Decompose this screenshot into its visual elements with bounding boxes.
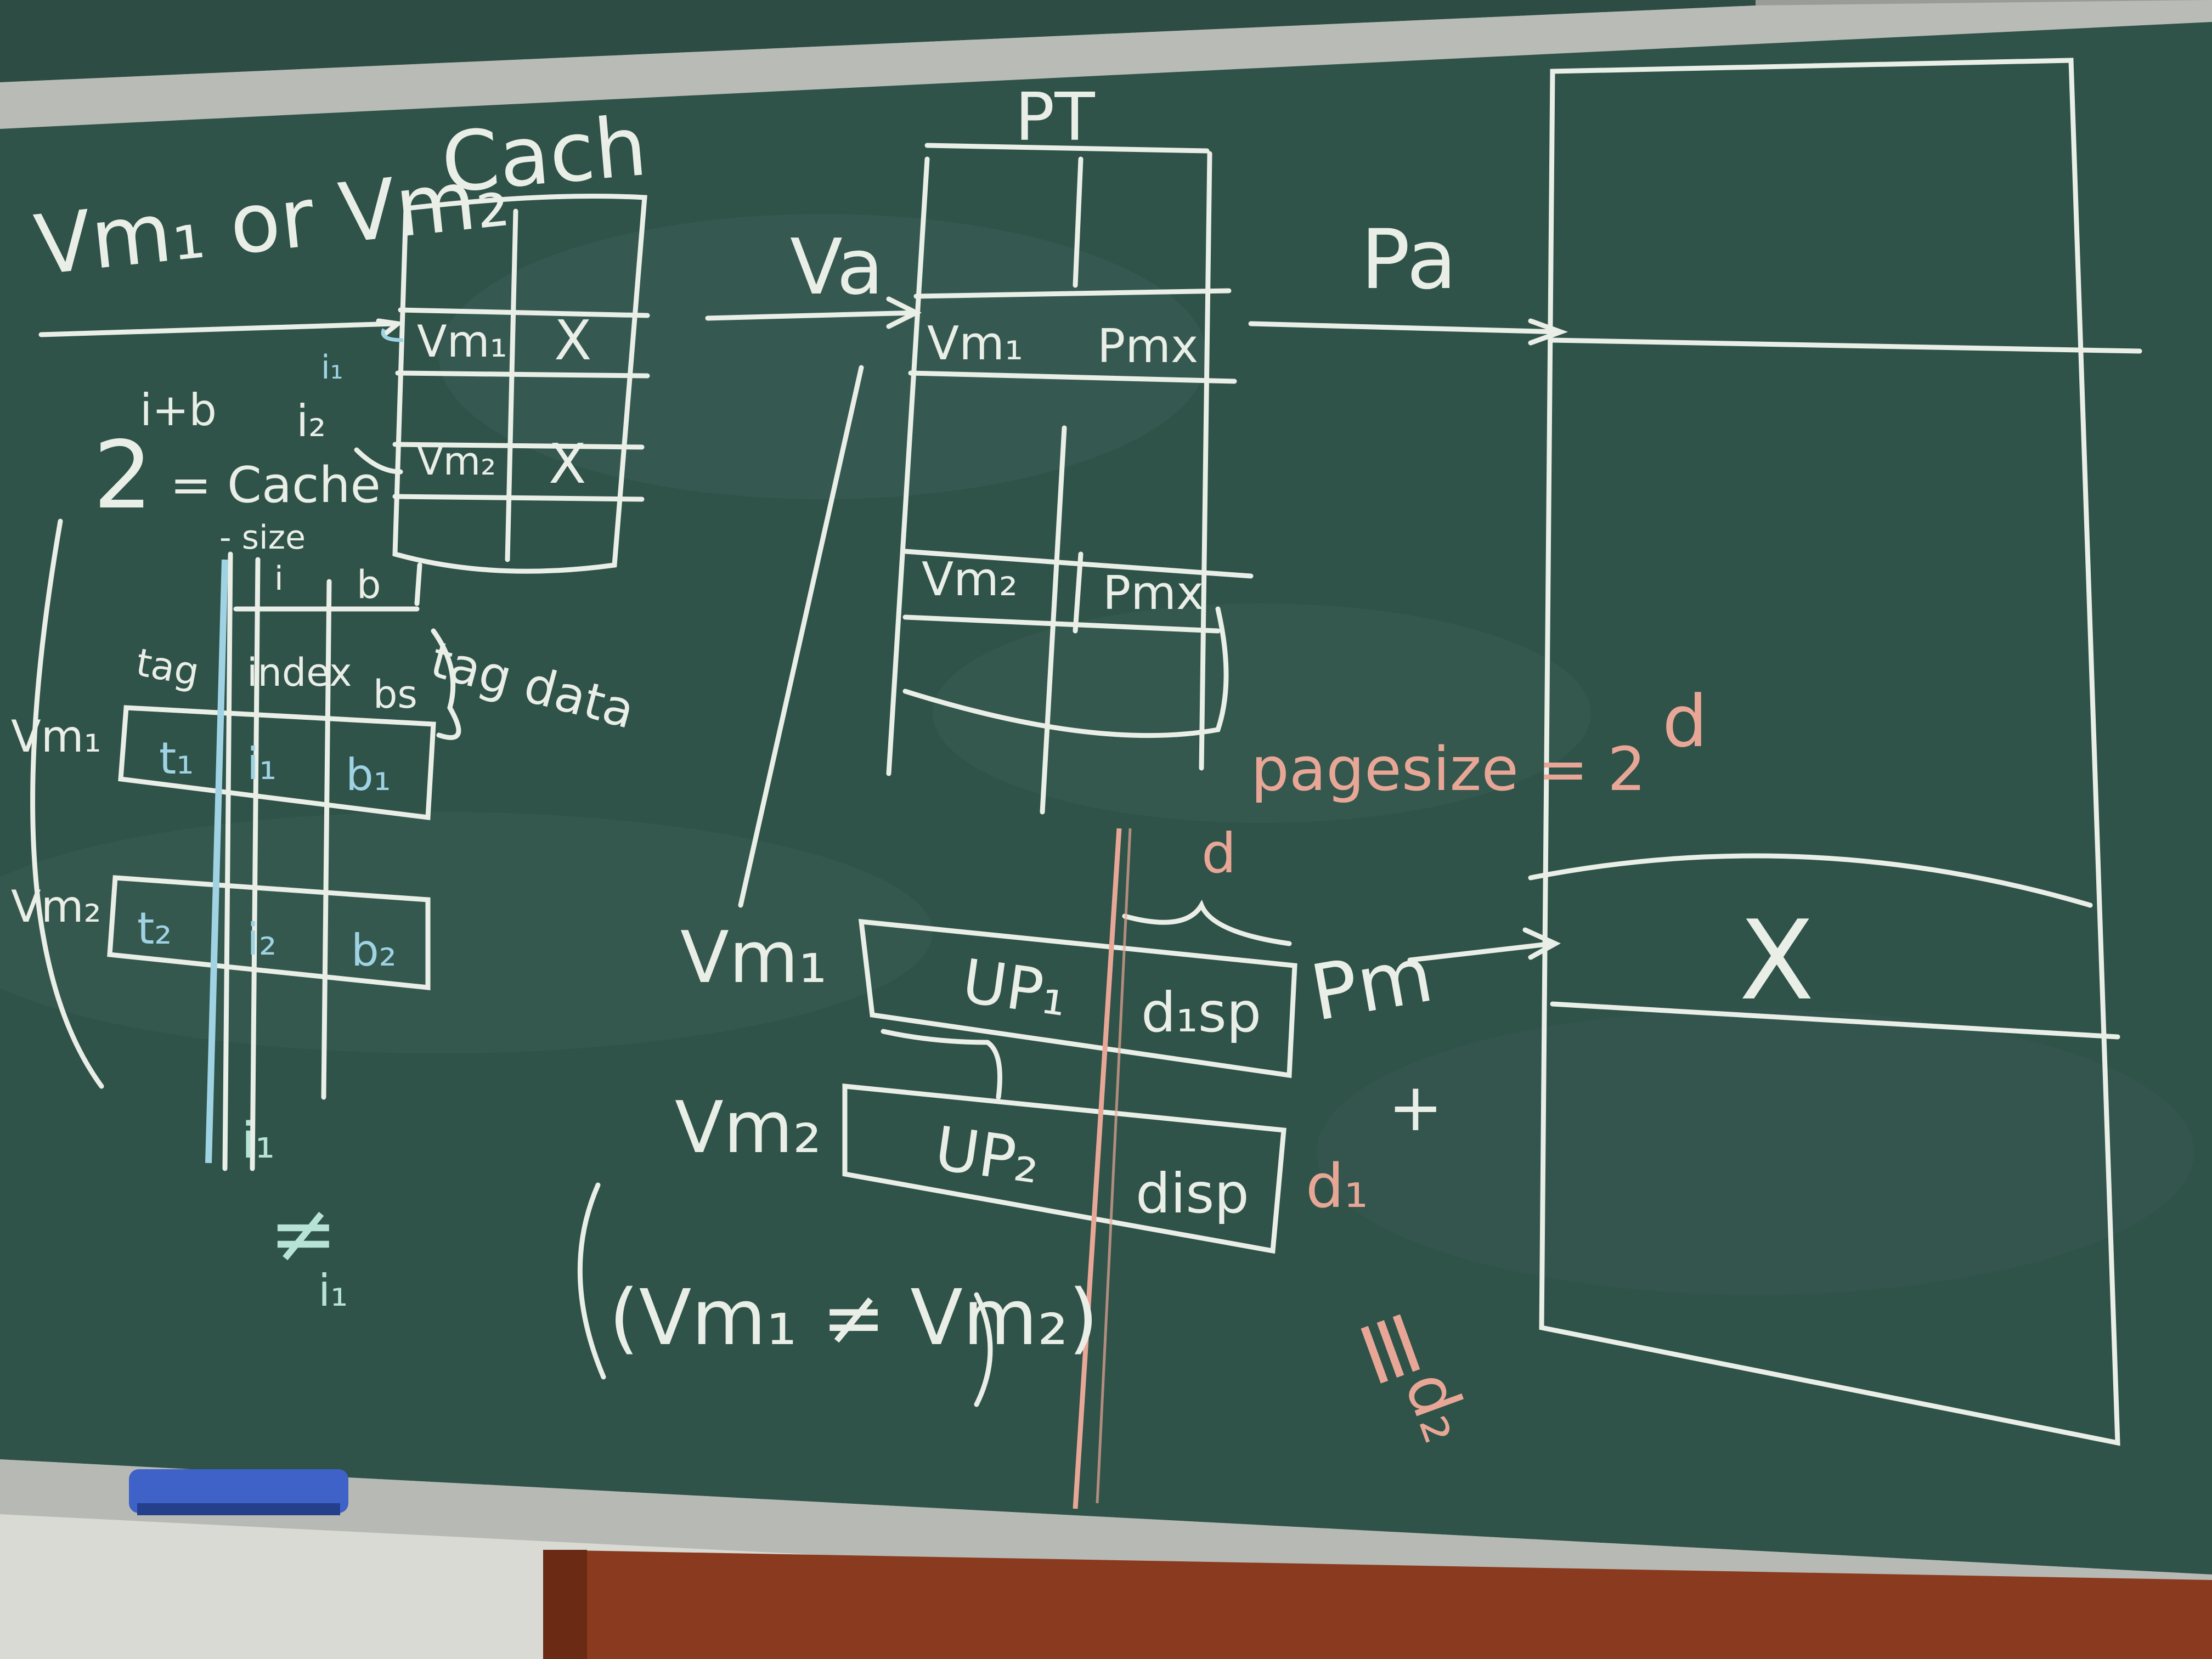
mem-plus: + bbox=[1388, 1070, 1443, 1146]
cache-b2: b₂ bbox=[351, 925, 397, 976]
pt-r1-right: Pmx bbox=[1097, 319, 1198, 374]
board-frame-top bbox=[0, 0, 2212, 129]
cache-row1-x: X bbox=[554, 308, 592, 373]
cache-neq: ≠ bbox=[269, 1186, 338, 1282]
addr-vm1: Vm₁ bbox=[680, 916, 827, 999]
cache-c2: i₂ bbox=[247, 914, 276, 965]
cache-i2: i₂ bbox=[296, 396, 326, 447]
mem-pm: Pm bbox=[1305, 930, 1440, 1039]
pt-r2-left: Vm₂ bbox=[922, 552, 1018, 607]
pt-title: PT bbox=[1015, 80, 1095, 156]
cache-below-i1: i₁ bbox=[241, 1112, 275, 1170]
cache-row2-x: X bbox=[549, 432, 586, 496]
cache-eq: = Cache bbox=[170, 456, 381, 514]
cache-c1: i₁ bbox=[247, 738, 276, 789]
addr-disp2: disp bbox=[1136, 1161, 1249, 1226]
cache-title: Cach bbox=[438, 99, 651, 212]
cache-below-i2: i₁ bbox=[318, 1265, 348, 1316]
mem-pagesize: pagesize = 2 bbox=[1251, 734, 1646, 804]
pt-va: Va bbox=[790, 223, 884, 312]
addr-disp1: d₁sp bbox=[1141, 980, 1261, 1045]
chalkboard bbox=[0, 22, 2212, 1575]
cache-exponent: i+b bbox=[140, 385, 217, 436]
cache-row-vm2: Vm₂ bbox=[11, 881, 101, 932]
addr-vm2: Vm₂ bbox=[675, 1086, 822, 1169]
addr-up2: UP₂ bbox=[930, 1113, 1044, 1197]
cache-row-vm1: Vm₁ bbox=[11, 711, 101, 762]
teacher-desk bbox=[543, 1550, 2212, 1659]
cache-t1: t₁ bbox=[159, 733, 194, 784]
cache-h-index: index bbox=[247, 650, 352, 695]
cache-size: - size bbox=[219, 518, 306, 557]
cache-seg-b: b bbox=[357, 562, 381, 607]
upper-board-strip bbox=[0, 0, 1756, 82]
addr-up1: UP₁ bbox=[958, 946, 1071, 1030]
board-eraser bbox=[129, 1469, 348, 1513]
cache-two: 2 bbox=[93, 421, 153, 530]
pt-r2-right: Pmx bbox=[1103, 566, 1204, 620]
cache-seg-i: i bbox=[274, 560, 284, 598]
addr-paren: (Vm₁ ≠ Vm₂) bbox=[609, 1273, 1098, 1363]
mem-d1: d₁ bbox=[1306, 1151, 1368, 1221]
cache-row1-tag: Vm₁ bbox=[417, 316, 507, 367]
cache-i1: i₁ bbox=[321, 348, 343, 387]
cache-h-tag: tag bbox=[133, 640, 202, 695]
mem-pa: Pa bbox=[1361, 212, 1457, 308]
cache-row2-tag: Vm₂ bbox=[417, 439, 496, 484]
addr-d: d bbox=[1201, 821, 1236, 885]
cache-b1: b₁ bbox=[346, 749, 391, 800]
mem-x: X bbox=[1739, 897, 1814, 1025]
cache-t2: t₂ bbox=[137, 903, 172, 954]
mem-pagesize-exp: d bbox=[1662, 680, 1708, 763]
cache-h-bs: bs bbox=[373, 672, 417, 717]
pt-r1-left: Vm₁ bbox=[927, 317, 1023, 371]
